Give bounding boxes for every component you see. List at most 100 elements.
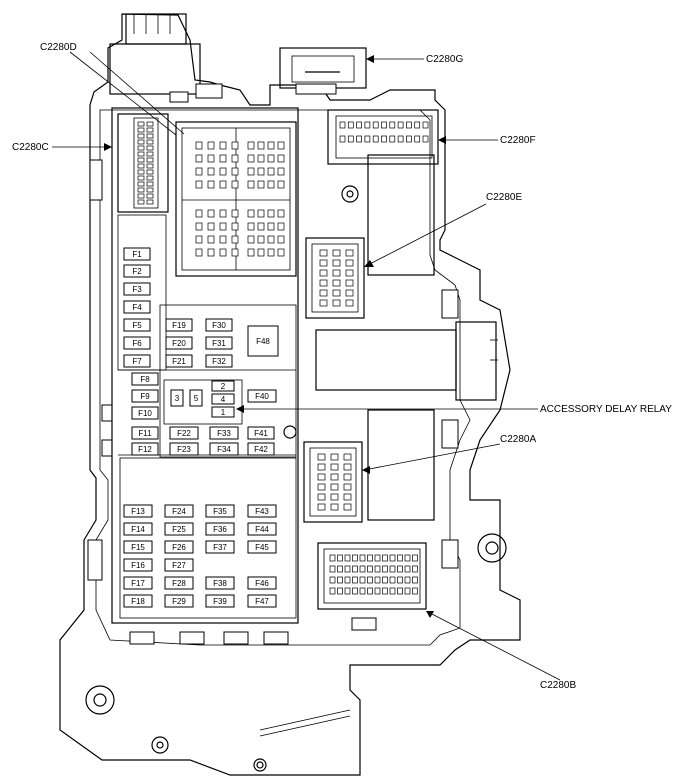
fuse-f22-label: F22 [177, 429, 191, 438]
connector-pin [146, 139, 154, 145]
fuse-f48: F48 [247, 325, 279, 357]
connector-pin [345, 259, 354, 267]
connector-pin [397, 121, 404, 129]
connector-pin [231, 154, 239, 163]
connector-pin [343, 483, 352, 491]
connector-pin [319, 299, 328, 307]
callout-accessory-delay-relay-label: ACCESSORY DELAY RELAY [540, 404, 672, 415]
fuse-f9-label: F9 [140, 392, 150, 401]
fuse-f41-label: F41 [254, 429, 268, 438]
connector-c2280g [279, 47, 367, 95]
connector-pin [231, 248, 239, 257]
connector-pin [389, 565, 396, 573]
connector-pin [412, 587, 418, 595]
connector-pin [317, 473, 326, 481]
connector-pin [277, 209, 285, 218]
fuse-f7-label: F7 [132, 357, 142, 366]
fuse-f35-label: F35 [213, 507, 227, 516]
connector-pin [345, 249, 354, 257]
connector-pin [330, 493, 339, 501]
fuse-f23: F23 [169, 442, 199, 456]
connector-pin [337, 576, 343, 584]
fuse-f11-label: F11 [138, 429, 152, 438]
callout-c2280e-leader [365, 203, 487, 267]
connector-pin [352, 576, 358, 584]
connector-pin [337, 554, 343, 562]
fuse-f14: F14 [123, 522, 153, 536]
relay-3: 3 [170, 389, 184, 407]
callout-c2280c-label: C2280C [12, 142, 49, 153]
fuse-f39: F39 [205, 594, 235, 608]
fuse-f13: F13 [123, 504, 153, 518]
connector-pin [257, 248, 265, 257]
fuse-f34-label: F34 [217, 445, 231, 454]
connector-pin [195, 222, 203, 231]
connector-pin [277, 167, 285, 176]
connector-pin [339, 121, 346, 129]
connector-pin [146, 193, 154, 199]
connector-pin [146, 127, 154, 133]
connector-pin [146, 199, 154, 205]
connector-pin [247, 141, 255, 150]
connector-c2280e [305, 237, 365, 319]
connector-pin [219, 141, 227, 150]
connector-pin [317, 503, 326, 511]
connector-pin [359, 565, 366, 573]
relay-3-label: 3 [175, 394, 180, 403]
connector-pin [137, 121, 145, 127]
connector-pin [332, 259, 341, 267]
connector-pin [412, 565, 418, 573]
callout-c2280e-label: C2280E [486, 192, 522, 203]
connector-pin [146, 169, 154, 175]
fuse-f48-label: F48 [256, 337, 270, 346]
fuse-f21: F21 [165, 354, 193, 368]
connector-pin [207, 248, 215, 257]
connector-pin [207, 209, 215, 218]
connector-pin [146, 151, 154, 157]
connector-pin [422, 135, 429, 143]
callout-c2280a-leader [363, 443, 501, 471]
relay-4: 4 [211, 393, 235, 405]
connector-pin [344, 587, 351, 595]
connector-pin [343, 473, 352, 481]
connector-pin [257, 209, 265, 218]
connector-pin [414, 121, 421, 129]
fuse-f3: F3 [123, 282, 151, 296]
fuse-f43: F43 [247, 504, 277, 518]
fuse-f6-label: F6 [132, 339, 142, 348]
connector-pin [330, 483, 339, 491]
connector-pin [195, 235, 203, 244]
fuse-f38-label: F38 [213, 579, 227, 588]
connector-pin [277, 222, 285, 231]
connector-pin [277, 154, 285, 163]
connector-pin [329, 587, 336, 595]
connector-pin [332, 269, 341, 277]
fuse-f44-label: F44 [255, 525, 269, 534]
connector-pin [319, 289, 328, 297]
fuse-f26-label: F26 [172, 543, 186, 552]
callout-c2280a-label: C2280A [500, 434, 536, 445]
connector-pin [352, 565, 358, 573]
connector-pin [146, 187, 154, 193]
connector-pin [207, 167, 215, 176]
fuse-f33-label: F33 [217, 429, 231, 438]
fuse-f23-label: F23 [177, 445, 191, 454]
fuse-f12: F12 [131, 442, 159, 456]
connector-pin [359, 587, 366, 595]
callout-c2280b-leader [427, 611, 561, 681]
connector-pin [257, 167, 265, 176]
connector-pin [367, 587, 373, 595]
connector-pin [267, 209, 275, 218]
connector-pin [207, 235, 215, 244]
connector-pin [137, 187, 145, 193]
connector-pin [137, 181, 145, 187]
connector-pin [372, 121, 379, 129]
connector-pin [344, 554, 351, 562]
fuse-f24: F24 [164, 504, 194, 518]
fuse-f39-label: F39 [213, 597, 227, 606]
housing-outline [59, 13, 521, 776]
connector-pin [345, 289, 354, 297]
fuse-f33: F33 [209, 426, 239, 440]
fuse-f14-label: F14 [131, 525, 145, 534]
connector-c2280a [303, 441, 363, 523]
